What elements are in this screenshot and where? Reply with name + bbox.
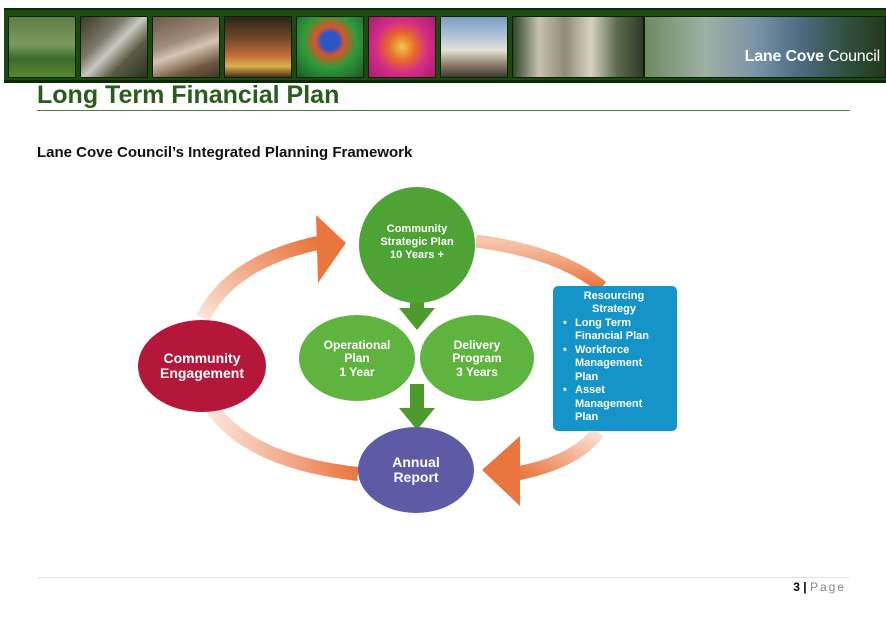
strategic-plan-label-3: 10 Years +	[390, 249, 444, 261]
delivery-program-label-2: Program	[452, 351, 501, 365]
resourcing-bullet: •	[563, 317, 567, 329]
resourcing-item-workforce-1: Workforce	[575, 344, 629, 356]
page-footer: 3 | Page	[793, 580, 846, 594]
page-separator: |	[799, 580, 810, 594]
photo-harbour-view	[644, 16, 886, 78]
photo-rainbow-lorikeet	[296, 16, 364, 78]
delivery-program-label-3: 3 Years	[456, 365, 498, 379]
page-subtitle: Lane Cove Council’s Integrated Planning …	[37, 144, 413, 161]
page-number: 3	[793, 580, 800, 594]
operational-plan-label-3: 1 Year	[339, 365, 374, 379]
community-engagement-label-1: Community	[164, 350, 241, 366]
photo-creek-waterfall	[80, 16, 148, 78]
title-divider	[37, 110, 850, 111]
photo-street-festival	[152, 16, 220, 78]
page-title: Long Term Financial Plan	[37, 81, 340, 109]
photo-night-market	[224, 16, 292, 78]
community-strategic-plan-circle	[359, 187, 475, 303]
cycle-arrow-resourcing-to-annual-report	[482, 427, 604, 506]
header-banner: Lane Cove Council	[4, 8, 886, 83]
resourcing-strategy-box	[553, 286, 677, 431]
strategic-plan-label-1: Community	[387, 223, 448, 235]
resourcing-item-workforce-3: Plan	[575, 371, 599, 383]
resourcing-item-asset-3: Plan	[575, 411, 599, 423]
green-arrow-plans-to-report	[399, 384, 435, 430]
photo-cultural-dancer	[368, 16, 436, 78]
resourcing-bullet: •	[563, 384, 567, 396]
community-engagement-circle	[138, 320, 266, 412]
page-label: Page	[809, 580, 846, 594]
strategic-plan-label-2: Strategic Plan	[380, 236, 454, 248]
photo-golf-course	[8, 16, 76, 78]
photo-outdoor-cafe	[512, 16, 644, 78]
cycle-arrow-strategic-plan-to-resourcing	[475, 234, 607, 293]
operational-plan-circle	[299, 315, 415, 401]
annual-report-circle	[358, 427, 474, 513]
operational-plan-label-2: Plan	[344, 351, 369, 365]
resourcing-heading-1: Resourcing	[584, 290, 645, 302]
operational-plan-label-1: Operational	[324, 338, 391, 352]
delivery-program-label-1: Delivery	[454, 338, 501, 352]
community-engagement-label-2: Engagement	[160, 365, 244, 381]
resourcing-item-long-term-1: Long Term	[575, 317, 631, 329]
resourcing-item-asset-1: Asset	[575, 384, 605, 396]
cycle-arrow-annual-report-to-engagement	[206, 403, 359, 481]
annual-report-label-2: Report	[393, 469, 438, 485]
delivery-program-circle	[420, 315, 534, 401]
resourcing-item-workforce-2: Management	[575, 357, 643, 369]
council-logo-text: Lane Cove Council	[744, 48, 881, 65]
resourcing-item-asset-2: Management	[575, 398, 643, 410]
resourcing-bullet: •	[563, 344, 567, 356]
annual-report-label-1: Annual	[392, 454, 439, 470]
photo-heritage-building	[440, 16, 508, 78]
resourcing-heading-2: Strategy	[592, 303, 637, 315]
footer-divider	[37, 577, 850, 578]
cycle-arrow-engagement-to-strategic-plan	[196, 215, 346, 322]
resourcing-item-long-term-2: Financial Plan	[575, 330, 649, 342]
